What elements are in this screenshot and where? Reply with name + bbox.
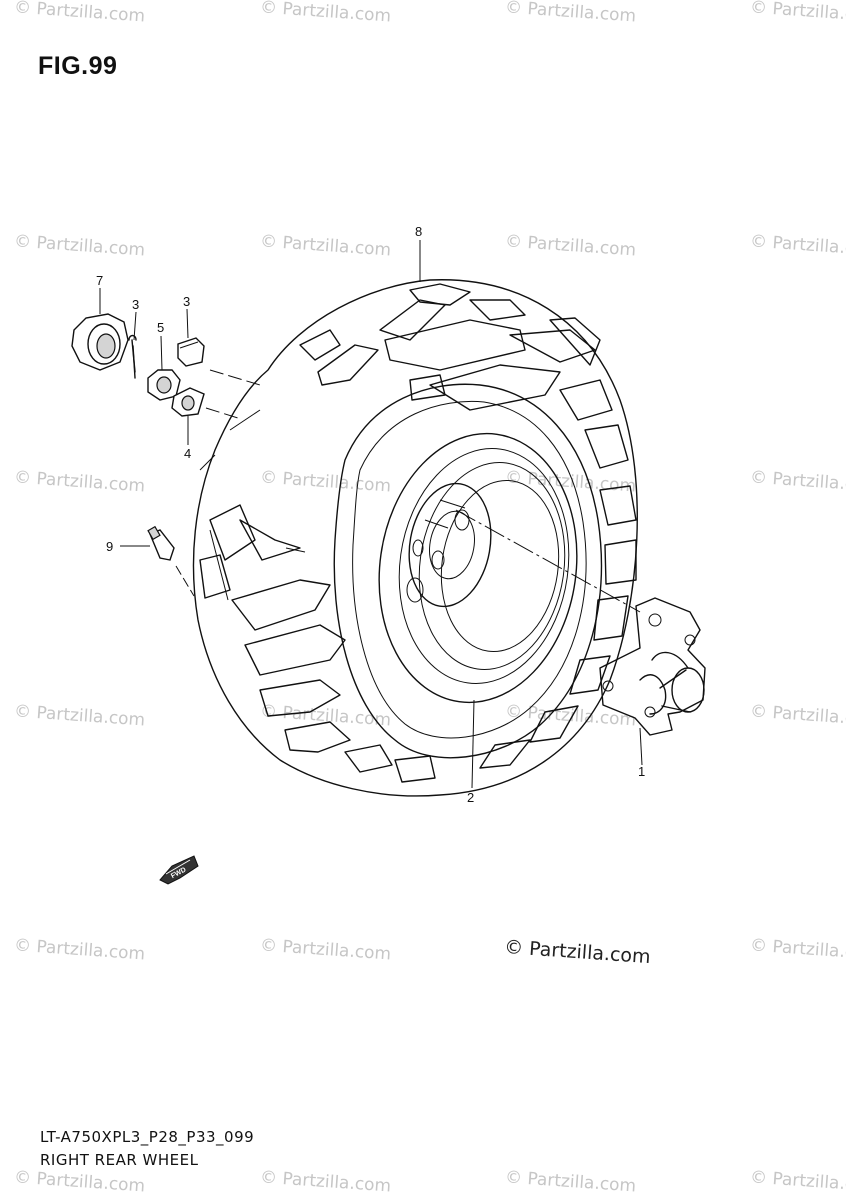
callout-valve: 9	[106, 539, 113, 554]
washer[interactable]	[171, 387, 205, 417]
callout-cotter-pin: 3	[132, 297, 139, 312]
callout-castle-nut: 5	[157, 320, 164, 335]
castle-nut[interactable]	[147, 369, 181, 401]
forward-arrow-icon: FWD	[159, 855, 199, 885]
tire[interactable]	[192, 279, 638, 797]
diagram-code: LT-A750XPL3_P28_P33_099	[40, 1128, 255, 1146]
callout-tire: 8	[415, 224, 422, 239]
tire-valve[interactable]	[147, 525, 175, 561]
diagram-name: RIGHT REAR WHEEL	[40, 1151, 199, 1169]
cap[interactable]	[177, 337, 205, 367]
callout-hub: 1	[638, 764, 645, 779]
wheel-hub[interactable]	[599, 597, 706, 736]
callout-cap: 3	[183, 294, 190, 309]
leader-lines	[99, 240, 643, 789]
wheel-rim[interactable]	[362, 421, 594, 716]
callout-wheel: 2	[467, 790, 474, 805]
cotter-pin[interactable]	[128, 334, 137, 379]
callout-cap-nut: 7	[96, 273, 103, 288]
figure-title: FIG.99	[38, 52, 118, 80]
callout-washer: 4	[184, 446, 191, 461]
cap-nut[interactable]	[71, 313, 129, 371]
